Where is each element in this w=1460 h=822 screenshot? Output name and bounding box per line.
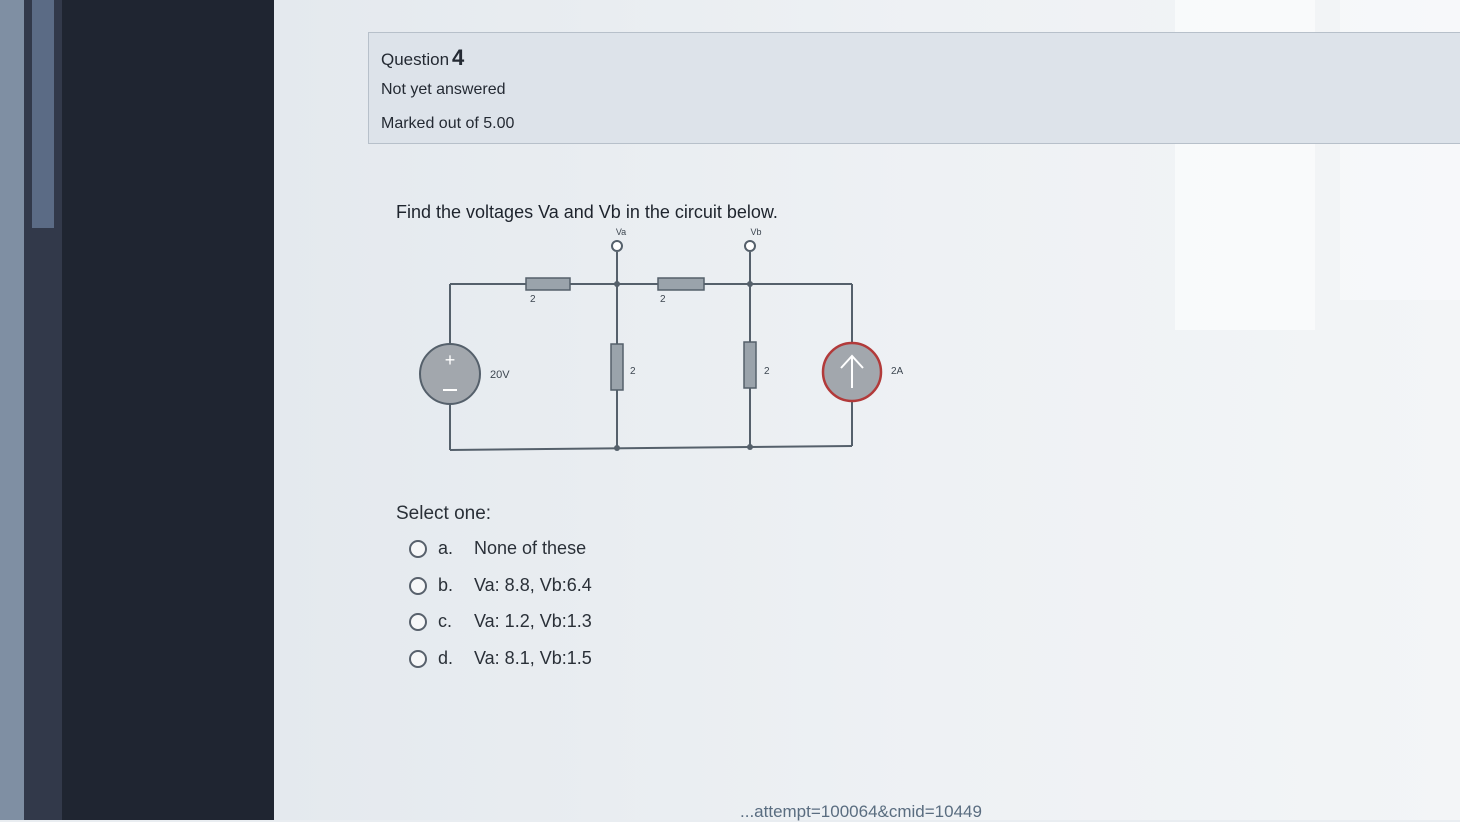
answer-text[interactable]: None of these — [474, 538, 587, 558]
question-mark: Marked out of 5.00 — [381, 115, 515, 132]
voltage-source — [419, 343, 481, 405]
answer-option-c[interactable]: c. Va: 1.2, Vb:1.3 — [406, 608, 666, 645]
resistor-r3 — [610, 343, 624, 391]
resistor-r2-label: 2 — [660, 294, 666, 305]
junction-b-bottom — [747, 444, 753, 450]
answer-letter: c. — [438, 611, 453, 631]
question-label: Question — [381, 50, 450, 69]
scrollbar-thumb[interactable] — [32, 0, 54, 228]
circuit-diagram: Va Vb 2 2 2 2 + 20V 2A — [419, 227, 904, 451]
resistor-r4-label: 2 — [764, 366, 770, 377]
radio-icon[interactable] — [409, 613, 427, 631]
question-number: 4 — [452, 45, 465, 70]
answer-text[interactable]: Va: 8.8, Vb:6.4 — [474, 574, 592, 595]
answer-text[interactable]: Va: 1.2, Vb:1.3 — [474, 611, 592, 631]
resistor-r2 — [657, 277, 705, 291]
voltage-source-label: 20V — [490, 369, 510, 381]
resistor-r4 — [743, 341, 757, 389]
radio-icon[interactable] — [409, 576, 427, 595]
junction-a-bottom — [614, 445, 620, 451]
answer-option-a[interactable]: a. None of these — [406, 535, 666, 572]
answer-letter: a. — [438, 538, 454, 558]
junction-b — [747, 281, 753, 287]
node-a-label: Va — [616, 227, 626, 237]
current-source-label: 2A — [891, 366, 904, 377]
window-edge — [0, 0, 24, 820]
junction-a — [614, 281, 620, 287]
question-text: Find the voltages Va and Vb in the circu… — [396, 202, 778, 222]
resistor-r1-label: 2 — [530, 294, 536, 305]
wire-bottom — [449, 445, 853, 451]
answer-letter: b. — [438, 574, 454, 595]
answer-option-d[interactable]: d. Va: 8.1, Vb:1.5 — [406, 645, 666, 682]
resistor-r1 — [525, 277, 571, 291]
sidebar — [62, 0, 274, 820]
answer-list: a. None of these b. Va: 8.8, Vb:6.4 c. V… — [406, 535, 666, 681]
resistor-r3-label: 2 — [630, 366, 636, 377]
arrow-up-icon — [840, 354, 864, 388]
answer-letter: d. — [438, 647, 454, 668]
answer-option-b[interactable]: b. Va: 8.8, Vb:6.4 — [406, 572, 666, 609]
plus-icon: + — [445, 350, 456, 370]
node-b-terminal — [744, 240, 756, 252]
question-state: Not yet answered — [381, 81, 506, 98]
select-one-prompt: Select one: — [396, 503, 492, 524]
answer-text[interactable]: Va: 8.1, Vb:1.5 — [474, 647, 592, 668]
node-a-terminal — [611, 240, 623, 252]
radio-icon[interactable] — [409, 649, 427, 668]
status-bar-url: ...attempt=100064&cmid=10449 — [740, 802, 982, 821]
radio-icon[interactable] — [409, 540, 427, 558]
node-b-label: Vb — [750, 227, 761, 237]
